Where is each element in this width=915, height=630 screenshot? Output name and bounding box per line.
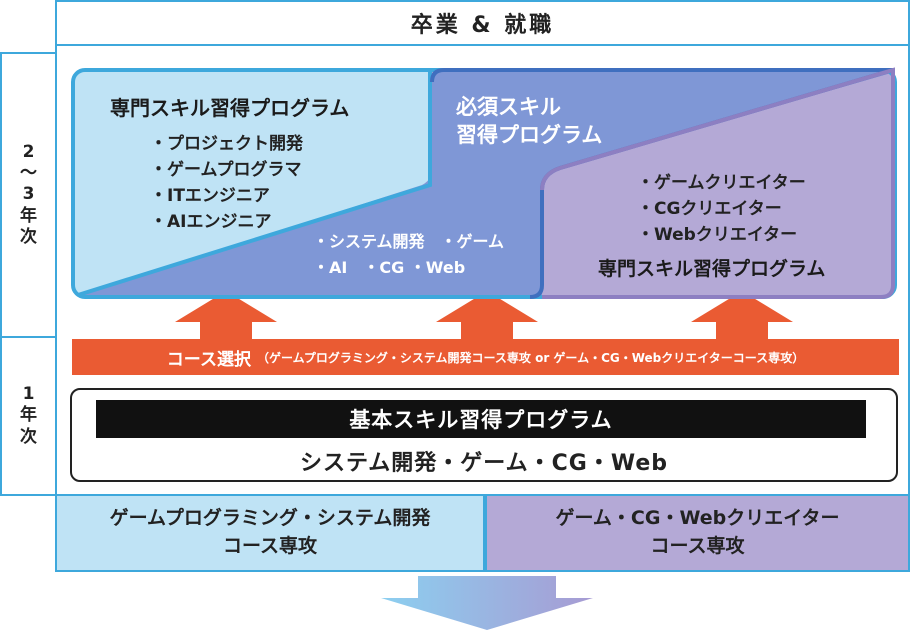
course-selection-label: コース選択 xyxy=(166,349,251,370)
required-program-items-line1: ・システム開発 ・ゲーム xyxy=(313,232,505,251)
required-program-title-line1: 必須スキル xyxy=(456,95,561,119)
course-creator-line1: ゲーム・CG・Webクリエイター xyxy=(555,507,840,530)
left-program-item: ・AIエンジニア xyxy=(150,212,272,232)
right-program-item: ・Webクリエイター xyxy=(637,225,798,245)
course-programming-line1: ゲームプログラミング・システム開発 xyxy=(109,507,431,530)
year-char: 年 xyxy=(20,405,37,426)
right-program-item: ・ゲームクリエイター xyxy=(637,173,806,193)
course-selection-detail: （ゲームプログラミング・システム開発コース専攻 or ゲーム・CG・Webクリエ… xyxy=(256,350,805,365)
course-selection-bar: コース選択 （ゲームプログラミング・システム開発コース専攻 or ゲーム・CG・… xyxy=(72,339,899,375)
up-arrow-right xyxy=(691,291,793,340)
course-creator-line2: コース専攻 xyxy=(650,535,745,557)
course-programming-system: ゲームプログラミング・システム開発 コース専攻 xyxy=(55,494,485,572)
year-char: 次 xyxy=(20,226,37,247)
left-program-item: ・プロジェクト開発 xyxy=(150,134,303,154)
required-program-title-line2: 習得プログラム xyxy=(456,123,603,147)
year-char: 1 xyxy=(22,384,35,405)
specialist-area-left xyxy=(73,70,430,297)
right-region-outline xyxy=(540,67,895,299)
basic-program-subjects: システム開発・ゲーム・CG・Web xyxy=(299,451,669,476)
up-arrow-left xyxy=(175,291,277,340)
left-program-item: ・ゲームプログラマ xyxy=(150,160,302,180)
year-label-1: 1 年 次 xyxy=(0,336,57,496)
right-program-item: ・CGクリエイター xyxy=(637,199,782,219)
course-creator: ゲーム・CG・Webクリエイター コース専攻 xyxy=(485,494,910,572)
basic-program-title: 基本スキル習得プログラム xyxy=(96,400,866,438)
left-program-item: ・ITエンジニア xyxy=(150,186,270,206)
course-programming-line2: コース専攻 xyxy=(222,535,318,557)
year-char: 2 xyxy=(22,141,35,162)
right-program-title: 専門スキル習得プログラム xyxy=(598,258,826,280)
year-char: 年 xyxy=(20,205,37,226)
required-program-items-line2: ・AI ・CG ・Web xyxy=(313,258,466,277)
down-arrow xyxy=(381,576,593,630)
left-program-title: 専門スキル習得プログラム xyxy=(110,96,350,120)
up-arrow-middle xyxy=(436,291,538,340)
year-char: 3 xyxy=(22,184,35,205)
required-skill-area xyxy=(73,70,895,297)
graduation-employment-label: 卒業 & 就職 xyxy=(410,13,555,38)
year-char: ～ xyxy=(20,163,37,184)
year-char: 次 xyxy=(20,426,37,447)
